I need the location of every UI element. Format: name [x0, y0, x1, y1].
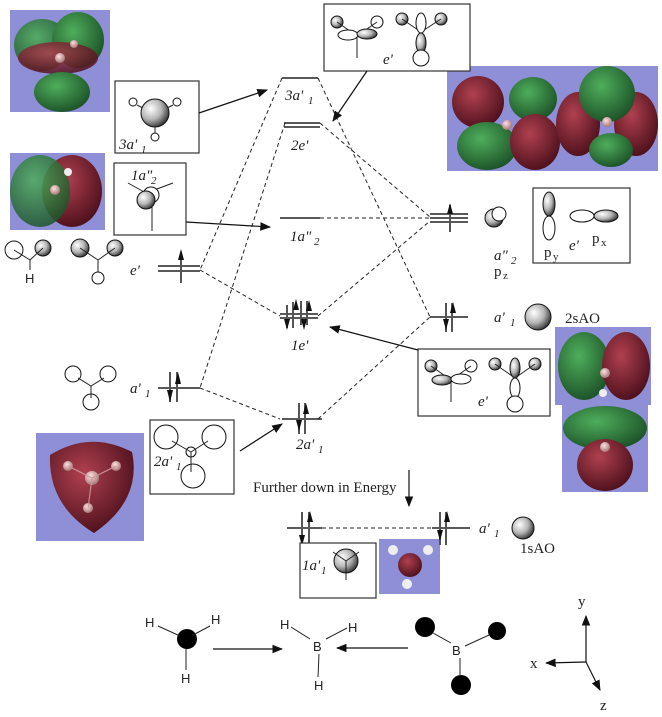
box-py-label: p: [544, 245, 552, 261]
render-1a1: [379, 539, 440, 594]
level-1a1: [287, 511, 322, 546]
h-label-2: H: [211, 612, 220, 627]
label-3a1: 3a': [284, 88, 304, 104]
box-p-orbitals: p y e' p x: [532, 187, 631, 264]
boron-a1-sub: 1: [510, 317, 516, 329]
product-h1-label: H: [280, 617, 289, 632]
ligand-a1-salc: [64, 365, 117, 411]
h-label-3: H: [181, 671, 190, 686]
box-3a1-sub: 1: [141, 144, 147, 156]
boron-core-a1-sub: 1: [494, 528, 500, 540]
axis-x-label: x: [530, 656, 538, 672]
reaction-h3: H H H: [145, 612, 220, 686]
label-3a1-sub: 1: [308, 95, 314, 107]
box-1a2: 1a" 2: [113, 162, 187, 236]
label-2a1: 2a': [296, 437, 315, 453]
label-2a1-sub: 1: [318, 444, 324, 456]
box-1a1-label: 1a': [302, 558, 321, 574]
label-1a2-sub: 2: [314, 236, 320, 248]
boron-1sao-label: 1sAO: [520, 541, 555, 557]
box-3a1-label: 3a': [118, 137, 138, 153]
render-1e-pair: [555, 327, 651, 492]
h-label-1: H: [145, 615, 154, 630]
ligand-e-salc-1: H: [4, 239, 52, 286]
axis-y-label: y: [578, 594, 586, 610]
label-1a2: 1a": [290, 229, 312, 245]
boron-core-a1-label: a': [479, 521, 491, 537]
boron-label: B: [452, 643, 461, 658]
product-h3-label: H: [314, 678, 323, 693]
ligand-h-label: H: [25, 271, 34, 286]
box-2a1-label: 2a': [154, 454, 173, 470]
further-down-note: Further down in Energy: [253, 480, 397, 496]
ligand-level-a1: a' 1: [130, 372, 200, 402]
coordinate-axes: y x z: [530, 594, 607, 714]
box-1a1-sub: 1: [321, 565, 327, 577]
product-b-label: B: [313, 639, 322, 654]
box-2a1: 2a' 1: [149, 419, 235, 495]
box-mid-e: e': [417, 348, 551, 417]
ligand-e-label: e': [130, 263, 141, 279]
label-1e: 1e': [291, 338, 309, 354]
render-3a1: [10, 10, 110, 112]
render-1a2: [10, 153, 105, 230]
level-2e: 2e': [284, 122, 320, 154]
pointer-arrows: [185, 70, 419, 508]
render-2e-pair: [447, 66, 658, 171]
reaction-bh3: B H H H: [280, 617, 357, 693]
box-top-e: e': [323, 3, 471, 72]
ligand-level-e: e': [130, 249, 200, 283]
boron-level-p: a" 2 p z: [430, 203, 517, 282]
ligand-a1-label: a': [130, 381, 142, 397]
boron-2sao-label: 2sAO: [565, 311, 600, 327]
boron-level-1s: a' 1 1sAO: [432, 511, 555, 557]
level-2a1: 2a' 1: [282, 403, 324, 456]
box-px-sub: x: [601, 237, 607, 249]
box-py-sub: y: [553, 251, 559, 263]
box-1a2-sub: 2: [151, 175, 157, 187]
boron-level-2s: a' 1 2sAO: [430, 302, 600, 332]
boron-a2-label: a": [494, 248, 509, 264]
box-mid-e-label: e': [478, 394, 489, 410]
reaction-b-ligands: B: [415, 617, 506, 695]
boron-a1-label: a': [494, 310, 506, 326]
box-2a1-sub: 1: [176, 461, 182, 473]
box-top-e-label: e': [383, 52, 394, 68]
boron-a2-sub: 2: [511, 255, 517, 267]
axis-z-label: z: [600, 698, 607, 714]
box-1a1: 1a' 1: [299, 542, 377, 599]
box-p-e-label: e': [569, 238, 580, 254]
box-1a2-label: 1a": [131, 168, 153, 184]
box-px-label: p: [592, 231, 600, 247]
render-2a1: [36, 433, 144, 541]
level-1e: 1e': [280, 299, 318, 354]
level-3a1: 3a' 1: [282, 77, 318, 107]
ligand-a1-sub: 1: [145, 388, 151, 400]
box-3a1: 3a' 1: [114, 80, 200, 156]
correlation-lines: [199, 77, 432, 529]
level-1a2: 1a" 2: [280, 217, 320, 248]
boron-pz-label: p: [494, 264, 502, 280]
label-2e: 2e': [291, 138, 309, 154]
product-h2-label: H: [348, 620, 357, 635]
boron-pz-sub: z: [503, 270, 508, 282]
ligand-e-salc-2: [70, 238, 124, 285]
